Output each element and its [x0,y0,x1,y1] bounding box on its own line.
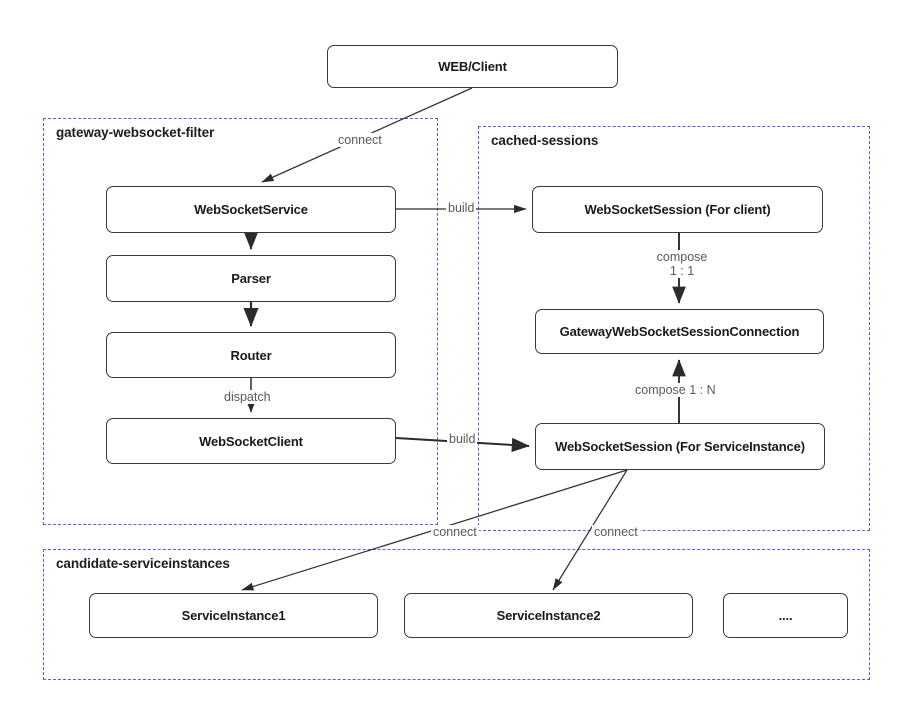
node-service-instance-2[interactable]: ServiceInstance2 [404,593,693,638]
node-gateway-websocket-session-connection[interactable]: GatewayWebSocketSessionConnection [535,309,824,354]
edge-label-connect-web-client: connect [336,133,384,147]
group-cached-sessions: cached-sessions [478,126,870,531]
edge-label-connect-instance-2: connect [592,525,640,539]
group-label-candidate-serviceinstances: candidate-serviceinstances [56,556,230,571]
edge-label-connect-instance-1: connect [431,525,479,539]
edge-label-compose-1-1: compose 1 : 1 [645,250,719,278]
node-label-gateway-websocket-session-connection: GatewayWebSocketSessionConnection [559,324,800,339]
node-label-web-client: WEB/Client [438,59,507,74]
node-label-websocket-service: WebSocketService [194,202,308,217]
group-gateway-websocket-filter: gateway-websocket-filter [43,118,438,525]
group-label-gateway-websocket-filter: gateway-websocket-filter [56,125,215,140]
node-label-websocket-session-for-client: WebSocketSession (For client) [584,202,771,217]
node-websocket-service[interactable]: WebSocketService [106,186,396,233]
edge-label-build-client: build [447,432,478,446]
node-websocket-session-for-serviceinstance[interactable]: WebSocketSession (For ServiceInstance) [535,423,825,470]
group-label-cached-sessions: cached-sessions [491,133,599,148]
node-label-websocket-client: WebSocketClient [199,433,303,449]
node-label-service-instance-1: ServiceInstance1 [181,608,286,623]
edge-label-compose-1-n: compose 1 : N [633,383,718,397]
node-label-router: Router [230,347,272,363]
edge-label-compose-1-1-line2: 1 : 1 [669,264,695,278]
node-label-service-instance-2: ServiceInstance2 [496,608,601,623]
node-parser[interactable]: Parser [106,255,396,302]
node-service-instance-1[interactable]: ServiceInstance1 [89,593,378,638]
edge-label-compose-1-1-line1: compose [656,250,708,264]
node-web-client[interactable]: WEB/Client [327,45,618,88]
node-websocket-session-for-client[interactable]: WebSocketSession (For client) [532,186,823,233]
edge-label-build-service: build [446,201,477,215]
edge-label-dispatch: dispatch [222,390,273,404]
node-label-websocket-session-for-serviceinstance: WebSocketSession (For ServiceInstance) [555,439,805,454]
node-router[interactable]: Router [106,332,396,378]
node-label-service-instance-more: .... [778,608,793,623]
node-service-instance-more[interactable]: .... [723,593,848,638]
node-websocket-client[interactable]: WebSocketClient [106,418,396,464]
node-label-parser: Parser [231,271,271,286]
